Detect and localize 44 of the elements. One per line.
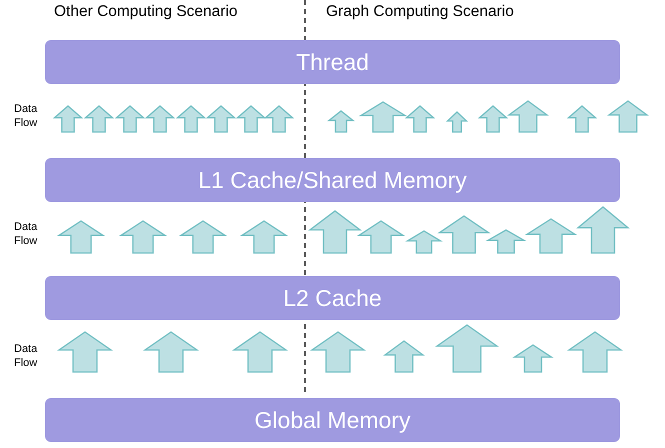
block-arrow xyxy=(358,101,408,133)
block-arrow xyxy=(512,344,554,373)
block-arrow xyxy=(206,105,236,133)
row-label: Data Flow xyxy=(14,102,38,130)
block-arrow xyxy=(486,229,526,254)
block-arrow xyxy=(56,220,106,254)
row-label: Data Flow xyxy=(14,342,38,370)
block-arrow xyxy=(576,206,630,254)
block-arrow xyxy=(144,105,176,133)
block-arrow xyxy=(52,105,84,133)
block-arrow xyxy=(405,230,443,254)
block-arrow xyxy=(118,220,168,254)
block-arrow xyxy=(232,331,288,373)
memory-level-bar: L1 Cache/Shared Memory xyxy=(45,158,620,202)
block-arrow xyxy=(566,331,624,373)
block-arrow xyxy=(446,111,468,133)
block-arrow xyxy=(84,105,114,133)
block-arrow xyxy=(240,220,288,254)
memory-level-bar: L2 Cache xyxy=(45,276,620,320)
block-arrow xyxy=(264,105,294,133)
block-arrow xyxy=(310,331,366,373)
block-arrow xyxy=(327,110,355,133)
memory-level-bar: Global Memory xyxy=(45,398,620,442)
block-arrow xyxy=(56,331,114,373)
block-arrow xyxy=(607,100,649,133)
block-arrow xyxy=(356,220,406,254)
row-label: Data Flow xyxy=(14,220,38,248)
block-arrow xyxy=(142,331,200,373)
column-heading: Other Computing Scenario xyxy=(54,3,238,21)
block-arrow xyxy=(524,218,578,254)
block-arrow xyxy=(176,105,206,133)
block-arrow xyxy=(236,105,266,133)
block-arrow xyxy=(478,105,508,133)
column-heading: Graph Computing Scenario xyxy=(326,3,514,21)
block-arrow xyxy=(308,210,362,254)
block-arrow xyxy=(404,105,436,133)
block-arrow xyxy=(178,220,228,254)
block-arrow xyxy=(507,100,549,133)
block-arrow xyxy=(114,105,146,133)
memory-level-bar: Thread xyxy=(45,40,620,84)
block-arrow xyxy=(434,324,500,373)
block-arrow xyxy=(566,105,598,133)
block-arrow xyxy=(437,215,491,254)
block-arrow xyxy=(383,340,425,373)
